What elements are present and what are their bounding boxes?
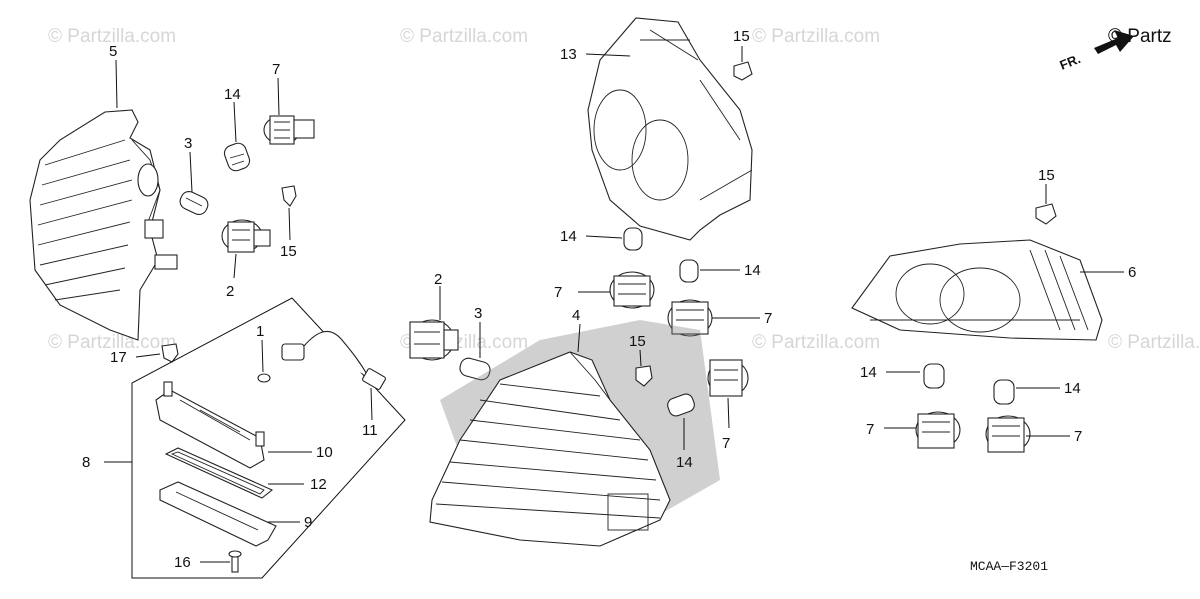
part-16-screw: [228, 550, 242, 573]
callout-15: 15: [280, 243, 297, 260]
callout-7: 7: [722, 435, 730, 452]
callout-7: 7: [1074, 428, 1082, 445]
callout-7: 7: [554, 284, 562, 301]
part-17-clip: [161, 343, 179, 363]
part-15-clip: [1035, 203, 1057, 225]
watermark: © Partzilla.com: [1108, 332, 1200, 353]
callout-2: 2: [226, 283, 234, 300]
callout-4: 4: [572, 307, 580, 324]
callout-15: 15: [629, 333, 646, 350]
part-7-socket: [609, 271, 655, 309]
part-5-tail-lamp-left: [29, 109, 178, 341]
callout-12: 12: [310, 476, 327, 493]
diagram-code: MCAA—F3201: [970, 559, 1048, 574]
assembly-8-outline: [131, 297, 406, 579]
front-direction-arrow: FR.: [1058, 30, 1134, 73]
callout-14: 14: [560, 228, 577, 245]
part-15-clip: [635, 365, 653, 387]
callout-3: 3: [184, 135, 192, 152]
part-6-lamp-right: [851, 239, 1103, 341]
callout-2: 2: [434, 271, 442, 288]
part-14-bulb: [667, 393, 695, 417]
watermark: © Partzilla.com: [752, 26, 880, 47]
callout-15: 15: [1038, 167, 1055, 184]
part-7-socket: [263, 115, 315, 145]
callout-14: 14: [744, 262, 761, 279]
callout-6: 6: [1128, 264, 1136, 281]
part-9-lens: [159, 481, 277, 547]
part-7-socket: [915, 411, 961, 449]
part-2-socket: [221, 219, 271, 253]
callout-16: 16: [174, 554, 191, 571]
callout-7: 7: [764, 310, 772, 327]
callout-1: 1: [256, 323, 264, 340]
callout-14: 14: [224, 86, 241, 103]
part-4-tail-lamp: [429, 320, 720, 547]
part-2-socket: [409, 319, 459, 361]
watermark: © Partzilla.com: [752, 332, 880, 353]
callout-3: 3: [474, 305, 482, 322]
part-14-bulb: [993, 379, 1015, 405]
part-11-harness: [281, 330, 386, 390]
callout-5: 5: [109, 43, 117, 60]
callout-17: 17: [110, 349, 127, 366]
part-15-clip: [281, 185, 297, 207]
watermark: © Partzilla.com: [48, 26, 176, 47]
callout-7: 7: [272, 61, 280, 78]
part-7-socket: [707, 359, 749, 397]
part-14-bulb: [623, 227, 643, 251]
part-license-lamp-housing: [155, 381, 265, 469]
callout-14: 14: [860, 364, 877, 381]
part-13-inner-lamp: [587, 17, 753, 241]
part-3-bulb: [179, 191, 209, 215]
part-7-socket: [667, 299, 713, 337]
orientation-label: FR.: [1058, 51, 1083, 73]
callout-15: 15: [733, 28, 750, 45]
part-14-bulb: [223, 142, 251, 172]
part-3-bulb: [459, 357, 491, 381]
part-14-bulb: [679, 259, 699, 283]
callout-14: 14: [676, 454, 693, 471]
callout-11: 11: [362, 422, 378, 439]
callout-9: 9: [304, 514, 312, 531]
callout-8: 8: [82, 454, 90, 471]
part-15-clip: [733, 61, 753, 81]
watermark: © Partzilla.com: [48, 332, 176, 353]
watermark: © Partzilla.com: [400, 26, 528, 47]
callout-14: 14: [1064, 380, 1081, 397]
part-1-bulb: [257, 373, 271, 383]
callout-10: 10: [316, 444, 333, 461]
part-12-gasket: [164, 447, 274, 499]
callout-7: 7: [866, 421, 874, 438]
callout-13: 13: [560, 46, 577, 63]
part-7-socket: [985, 415, 1031, 453]
part-14-bulb: [923, 363, 945, 389]
